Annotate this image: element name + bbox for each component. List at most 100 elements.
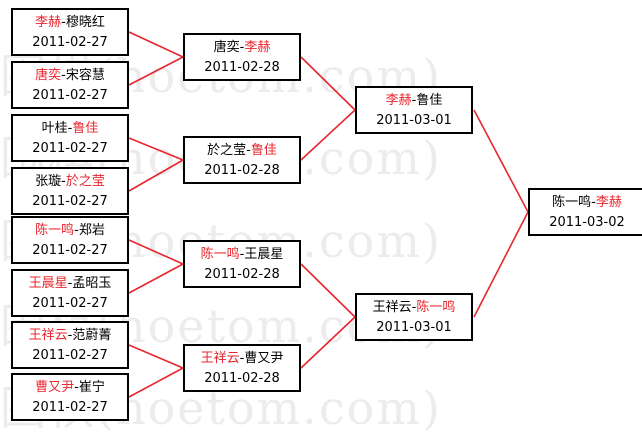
- loser-name: 陈一鸣: [552, 195, 592, 210]
- match-date: 2011-02-27: [32, 296, 108, 311]
- bracket-line: [128, 31, 184, 58]
- match-players: 张璇-於之莹: [13, 172, 127, 192]
- winner-name: 曹又尹: [35, 380, 75, 395]
- bracket-line: [300, 109, 356, 161]
- name-separator: -: [67, 121, 73, 136]
- winner-name: 陈一鸣: [416, 300, 456, 315]
- bracket-line: [128, 137, 184, 161]
- match-date: 2011-03-01: [376, 320, 452, 335]
- loser-name: 张璇: [35, 174, 62, 189]
- loser-name: 曹又尹: [244, 351, 284, 366]
- loser-name: 孟昭玉: [72, 276, 112, 291]
- name-separator: -: [61, 174, 66, 189]
- bracket-line: [128, 344, 184, 369]
- match-date: 2011-02-28: [204, 267, 280, 282]
- match-players: 唐奕-宋容慧: [13, 66, 127, 86]
- match-date: 2011-02-27: [32, 348, 108, 363]
- winner-name: 王祥云: [200, 351, 240, 366]
- match-players: 曹又尹-崔宁: [13, 378, 127, 398]
- match-players: 陈一鸣-李赫: [530, 193, 642, 213]
- match-box: 叶桂-鲁佳 2011-02-27: [11, 114, 129, 162]
- match-box: 唐奕-李赫 2011-02-28: [183, 33, 301, 81]
- loser-name: 崔宁: [78, 380, 105, 395]
- winner-name: 李赫: [35, 15, 62, 30]
- bracket-line: [128, 367, 184, 398]
- loser-name: 於之莹: [207, 143, 247, 158]
- bracket-line: [128, 56, 184, 86]
- name-separator: -: [246, 143, 251, 158]
- match-players: 李赫-穆晓红: [13, 13, 127, 33]
- winner-name: 王祥云: [28, 328, 68, 343]
- winner-name: 鲁佳: [250, 143, 277, 158]
- name-separator: -: [67, 328, 73, 343]
- winner-name: 李赫: [385, 93, 412, 108]
- match-players: 李赫-鲁佳: [357, 91, 471, 111]
- winner-name: 王晨星: [28, 276, 68, 291]
- match-players: 王祥云-范蔚菁: [13, 326, 127, 346]
- name-separator: -: [239, 351, 245, 366]
- match-players: 王祥云-陈一鸣: [357, 298, 471, 318]
- match-players: 於之莹-鲁佳: [185, 141, 299, 161]
- match-players: 陈一鸣-郑岩: [13, 221, 127, 241]
- match-box: 王祥云-陈一鸣 2011-03-01: [355, 293, 473, 341]
- name-separator: -: [74, 380, 79, 395]
- loser-name: 宋容慧: [65, 68, 105, 83]
- name-separator: -: [411, 93, 417, 108]
- match-date: 2011-02-27: [32, 35, 108, 50]
- bracket-line: [128, 159, 184, 192]
- name-separator: -: [61, 15, 66, 30]
- loser-name: 鲁佳: [416, 93, 443, 108]
- match-date: 2011-03-01: [376, 113, 452, 128]
- winner-name: 李赫: [595, 195, 622, 210]
- name-separator: -: [67, 276, 73, 291]
- match-date: 2011-02-27: [32, 243, 108, 258]
- match-date: 2011-02-27: [32, 88, 108, 103]
- loser-name: 范蔚菁: [72, 328, 112, 343]
- bracket-line: [473, 109, 529, 213]
- match-players: 唐奕-李赫: [185, 38, 299, 58]
- match-box: 王晨星-孟昭玉 2011-02-27: [11, 269, 129, 317]
- match-players: 陈一鸣-王晨星: [185, 245, 299, 265]
- name-separator: -: [239, 247, 245, 262]
- loser-name: 唐奕: [213, 40, 240, 55]
- match-box: 王祥云-范蔚菁 2011-02-27: [11, 321, 129, 369]
- name-separator: -: [239, 40, 245, 55]
- match-box: 陈一鸣-王晨星 2011-02-28: [183, 240, 301, 288]
- loser-name: 穆晓红: [65, 15, 105, 30]
- loser-name: 王祥云: [372, 300, 412, 315]
- match-date: 2011-03-02: [549, 215, 625, 230]
- name-separator: -: [411, 300, 417, 315]
- match-date: 2011-02-27: [32, 141, 108, 156]
- bracket-line: [473, 211, 529, 318]
- match-box: 王祥云-曹又尹 2011-02-28: [183, 344, 301, 392]
- match-box: 唐奕-宋容慧 2011-02-27: [11, 61, 129, 109]
- match-box: 李赫-鲁佳 2011-03-01: [355, 86, 473, 134]
- match-players: 王祥云-曹又尹: [185, 349, 299, 369]
- bracket-line: [300, 263, 356, 318]
- match-date: 2011-02-27: [32, 194, 108, 209]
- name-separator: -: [591, 195, 596, 210]
- name-separator: -: [74, 223, 79, 238]
- match-players: 叶桂-鲁佳: [13, 119, 127, 139]
- match-date: 2011-02-28: [204, 163, 280, 178]
- match-box: 曹又尹-崔宁 2011-02-27: [11, 373, 129, 421]
- match-box: 张璇-於之莹 2011-02-27: [11, 167, 129, 215]
- match-box: 李赫-穆晓红 2011-02-27: [11, 8, 129, 56]
- winner-name: 鲁佳: [72, 121, 99, 136]
- bracket-line: [300, 56, 356, 111]
- winner-name: 唐奕: [35, 68, 62, 83]
- bracket-line: [300, 316, 356, 369]
- bracket-line: [128, 263, 184, 294]
- match-players: 王晨星-孟昭玉: [13, 274, 127, 294]
- match-date: 2011-02-28: [204, 371, 280, 386]
- winner-name: 李赫: [244, 40, 271, 55]
- match-box: 陈一鸣-郑岩 2011-02-27: [11, 216, 129, 264]
- winner-name: 於之莹: [65, 174, 105, 189]
- match-box: 陈一鸣-李赫 2011-03-02: [528, 188, 642, 236]
- loser-name: 王晨星: [244, 247, 284, 262]
- match-date: 2011-02-28: [204, 60, 280, 75]
- winner-name: 陈一鸣: [35, 223, 75, 238]
- match-date: 2011-02-27: [32, 400, 108, 415]
- match-box: 於之莹-鲁佳 2011-02-28: [183, 136, 301, 184]
- winner-name: 陈一鸣: [200, 247, 240, 262]
